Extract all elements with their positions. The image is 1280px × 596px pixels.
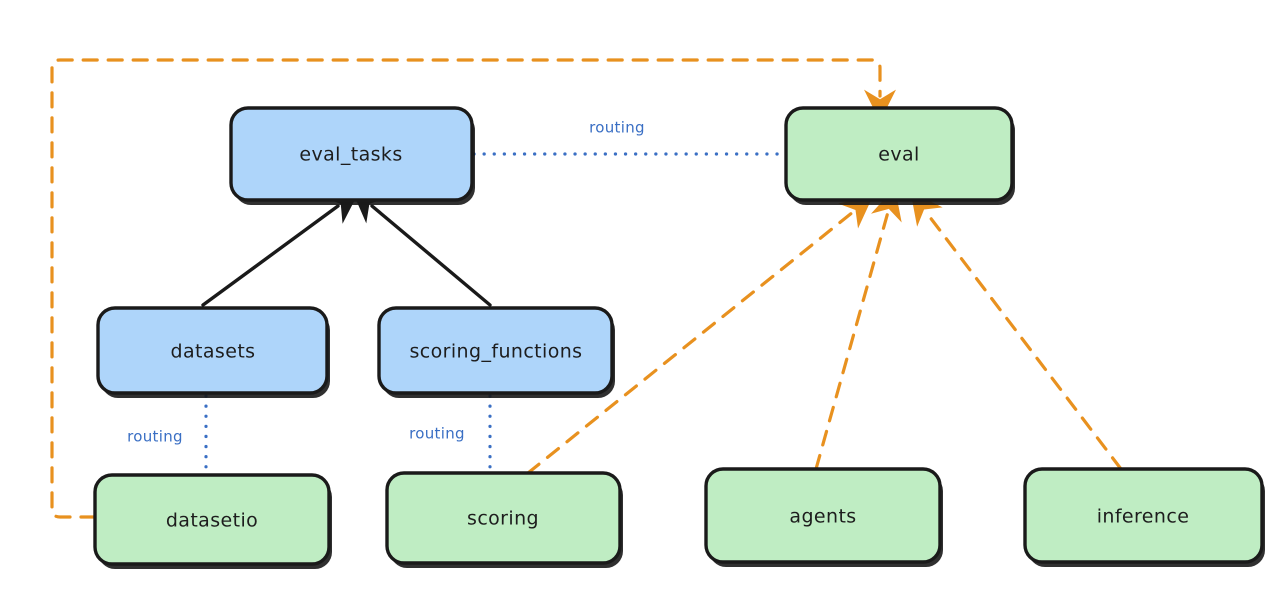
node-datasets[interactable]: datasets — [96, 306, 330, 398]
node-scoring[interactable]: scoring — [385, 471, 623, 568]
node-body[interactable] — [784, 106, 1014, 202]
node-body[interactable] — [96, 306, 329, 395]
edge-path — [201, 189, 360, 307]
node-eval_tasks[interactable]: eval_tasks — [229, 106, 475, 205]
node-label: agents — [789, 506, 856, 528]
edge-scoring_functions-scoring: routing — [409, 394, 492, 472]
edge-scoring_functions-eval_tasks — [351, 188, 492, 307]
node-body[interactable] — [229, 106, 474, 202]
node-scoring_functions[interactable]: scoring_functions — [377, 306, 615, 398]
node-body[interactable] — [385, 471, 622, 565]
edge-path — [910, 191, 1123, 471]
edge-path — [351, 188, 492, 307]
node-agents[interactable]: agents — [704, 467, 943, 567]
node-label: eval_tasks — [299, 144, 402, 166]
edge-agents-eval — [814, 187, 902, 471]
node-label: scoring — [467, 508, 539, 530]
node-label: eval — [878, 144, 919, 166]
edge-label-routing-scoring: routing — [409, 425, 465, 443]
edge-path — [814, 187, 902, 471]
node-body[interactable] — [377, 306, 614, 395]
node-body[interactable] — [704, 467, 942, 564]
edge-datasets-datasetio: routing — [127, 394, 208, 474]
edge-eval_tasks-eval: routing — [472, 119, 786, 156]
node-label: scoring_functions — [410, 341, 583, 363]
node-inference[interactable]: inference — [1023, 467, 1265, 567]
node-body[interactable] — [93, 473, 331, 566]
node-label: datasets — [171, 341, 256, 363]
node-label: datasetio — [166, 510, 258, 532]
node-body[interactable] — [1023, 467, 1264, 564]
edge-label-routing-eval: routing — [589, 119, 645, 137]
node-label: inference — [1097, 506, 1190, 528]
edge-scoring-eval — [526, 195, 873, 475]
edge-label-routing-datasetio: routing — [127, 428, 183, 446]
edge-datasets-eval_tasks — [201, 189, 360, 307]
edge-inference-eval — [910, 191, 1123, 471]
edge-path — [526, 195, 873, 475]
node-datasetio[interactable]: datasetio — [93, 473, 332, 569]
node-eval[interactable]: eval — [784, 106, 1015, 205]
